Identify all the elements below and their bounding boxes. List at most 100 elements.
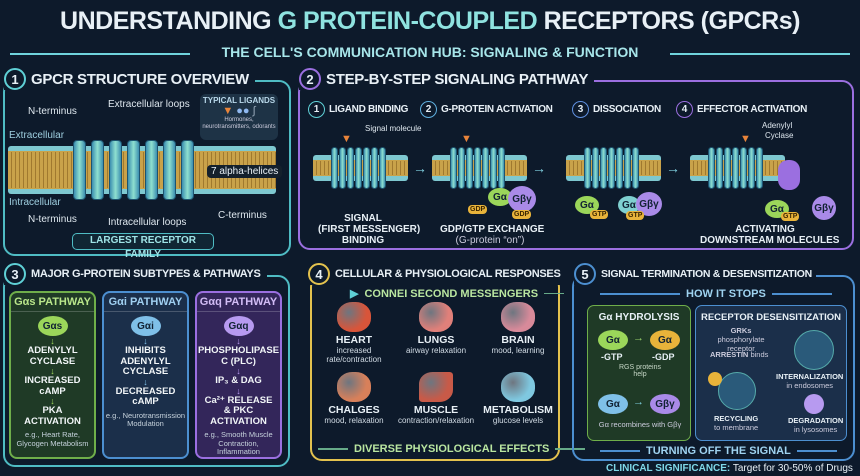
arrow-icon: → — [532, 160, 546, 176]
label-helices: 7 alpha-helices — [207, 165, 283, 178]
helix — [450, 147, 457, 189]
section-footer: TURNING OFF THE SIGNAL — [600, 445, 837, 457]
nucleotide-tag: GTP — [781, 212, 800, 221]
organ-desc: contraction/relaxation — [397, 416, 475, 425]
section-title: MAJOR G-PROTEIN SUBTYPES & PATHWAYS — [31, 268, 261, 280]
label-gdp: -GDP — [652, 352, 675, 362]
g-alpha-pill: Gα — [598, 394, 628, 414]
card-title: Gαi PATHWAY — [104, 293, 187, 312]
organ-name: CHALGES — [328, 404, 380, 416]
clinical-label: CLINICAL SIGNIFICANCE: — [606, 463, 731, 474]
step-caption: SIGNAL(FIRST MESSENGER)BINDING — [318, 213, 420, 246]
subheader-text: CONNEI SECOND MESSENGERS — [364, 287, 539, 300]
organ-icon — [337, 372, 371, 402]
helix — [624, 147, 631, 189]
clinical-text: Target for 30-50% of Drugs — [732, 463, 853, 474]
desensitization-title: RECEPTOR DESENSITIZATION — [700, 312, 842, 323]
helix — [708, 147, 715, 189]
helix — [724, 147, 731, 189]
helix — [127, 140, 140, 200]
organ-name: MUSCLE — [413, 404, 459, 416]
caption-line: GDP/GTP EXCHANGE — [440, 224, 545, 235]
arrestin-label: ARRESTIN — [710, 350, 749, 359]
internalization-label: INTERNALIZATION — [776, 372, 844, 381]
section-title: STEP-BY-STEP SIGNALING PATHWAY — [326, 70, 589, 88]
label-n-terminus-bottom: N-terminus — [28, 214, 77, 225]
g-protein-pill: Gα — [618, 196, 640, 214]
divider — [600, 293, 680, 295]
caption-line: ACTIVATING — [735, 224, 795, 235]
organ-name: METABOLISM — [483, 404, 553, 416]
step-title: DISSOCIATION — [593, 104, 661, 115]
helix — [756, 147, 763, 189]
helix — [608, 147, 615, 189]
section-title: SIGNAL TERMINATION & DESENSITIZATION — [601, 268, 812, 280]
g-alpha-gdp-pill: Gα — [650, 330, 680, 350]
helix — [632, 147, 639, 189]
section-title: CELLULAR & PHYSIOLOGICAL RESPONSES — [335, 268, 561, 280]
g-beta-gamma-pill: Gβγ — [650, 394, 680, 414]
title-part: RECEPTORS (GPCRs) — [543, 7, 801, 35]
g-alpha-pill: Gαi — [130, 316, 161, 336]
label-extracellular-loops: Extracellular loops — [108, 99, 190, 110]
internalization-text: in endosomes — [786, 381, 834, 390]
arrow-icon: ↓ — [236, 385, 241, 396]
section-number: 3 — [4, 263, 26, 285]
arrow-icon: → — [666, 160, 680, 176]
g-alpha-gtp-pill: Gα — [598, 330, 628, 350]
g-alpha-pill: Gαq — [223, 316, 254, 336]
g-protein-pill: Gβγ — [812, 196, 836, 220]
helix — [379, 147, 386, 189]
label-c-terminus: C-terminus — [218, 210, 267, 221]
pathway-step: Ca²⁺ RELEASE & PKC ACTIVATION — [204, 394, 273, 427]
divider — [771, 293, 832, 295]
recycling-text: to membrane — [714, 423, 759, 432]
helix — [616, 147, 623, 189]
section-number: 1 — [4, 68, 26, 90]
divider — [600, 450, 640, 452]
ligand-icons: ▼ ●● ∫ — [200, 105, 278, 117]
helix — [498, 147, 505, 189]
grk-text: phosphorylate receptor — [717, 335, 765, 353]
helix — [740, 147, 747, 189]
footer-badge: LARGEST RECEPTOR FAMILY — [72, 233, 214, 260]
label-recombine: Gα recombines with Gβγ — [598, 420, 682, 429]
section-subheader: HOW IT STOPS — [600, 288, 832, 300]
pathway-step: PKA ACTIVATION — [24, 405, 81, 427]
helix — [474, 147, 481, 189]
arrow-icon: ▶ — [350, 288, 359, 300]
arrow-icon: → — [633, 332, 644, 344]
helix — [331, 147, 338, 189]
helix — [600, 147, 607, 189]
organ-icon — [501, 302, 535, 332]
helix — [490, 147, 497, 189]
helix — [592, 147, 599, 189]
helix — [748, 147, 755, 189]
section-header: 1 GPCR STRUCTURE OVERVIEW — [4, 68, 255, 90]
section-number: 4 — [308, 263, 330, 285]
ligands-title: TYPICAL LIGANDS — [202, 96, 276, 105]
footer-text: TURNING OFF THE SIGNAL — [646, 445, 791, 457]
section-title: GPCR STRUCTURE OVERVIEW — [31, 70, 249, 88]
title-part: UNDERSTANDING — [60, 7, 272, 35]
helix — [355, 147, 362, 189]
recycling-receptor-icon — [718, 372, 756, 410]
pathway-step: ADENYLYL CYCLASE — [27, 345, 78, 367]
label-extracellular: Extracellular — [9, 130, 65, 141]
helix — [181, 140, 194, 200]
g-protein-pill: Gβγ — [508, 186, 536, 212]
odorant-icon: ∫ — [252, 105, 256, 117]
section-header: 3 MAJOR G-PROTEIN SUBTYPES & PATHWAYS — [4, 263, 267, 285]
caption-line: DOWNSTREAM MOLECULES — [700, 235, 840, 246]
helix — [466, 147, 473, 189]
divider — [544, 292, 565, 295]
helix — [347, 147, 354, 189]
arrestin-icon — [708, 372, 722, 386]
g-alpha-pill: Gαs — [37, 316, 68, 336]
